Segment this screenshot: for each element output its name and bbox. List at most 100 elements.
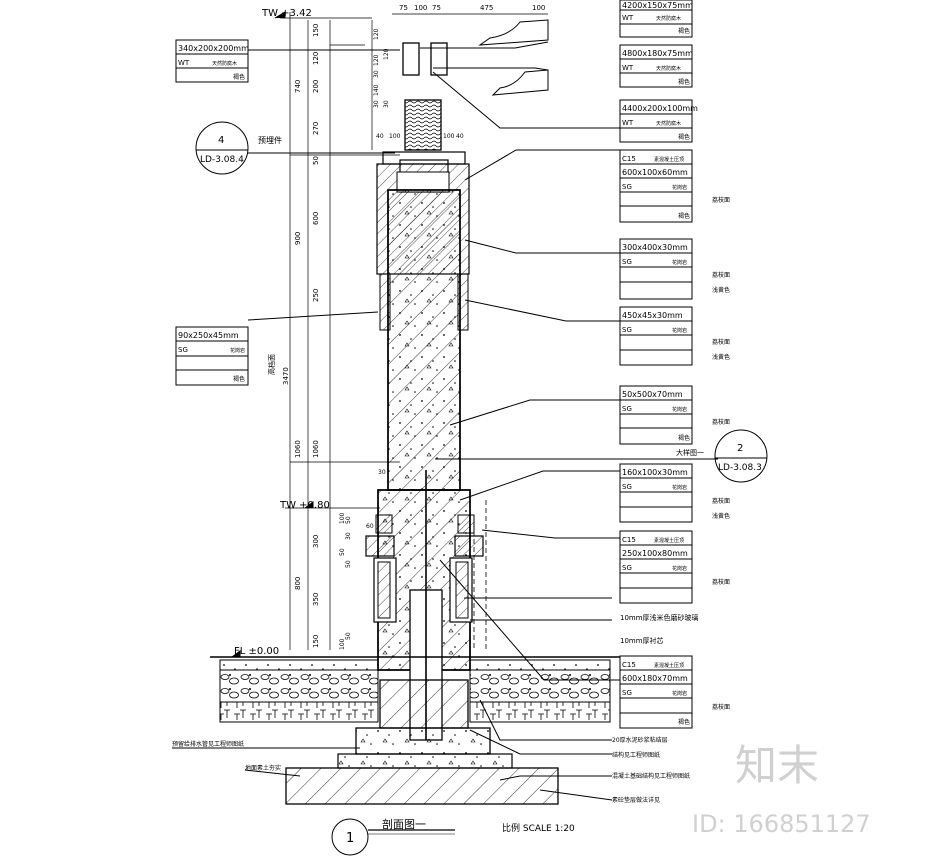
tag-finish: 褐色 (678, 27, 690, 35)
tag-material: 花岗岩 (672, 690, 687, 697)
tag-code: WT (622, 64, 634, 72)
tag-pre-note: 素混凝土压顶 (654, 662, 684, 669)
dim-label: 740 (294, 80, 302, 93)
small-dimensions: 120 120 30 140 30 30 120 40 100 100 40 5… (339, 28, 464, 650)
tag-finish: 褐色 (678, 78, 690, 86)
tag-material: 天然防腐木 (212, 60, 237, 67)
note-soil: 地面素土夯实 (245, 764, 281, 772)
dim-label: 40 (376, 133, 384, 140)
right-tag-1: 4200x150x75mm WT 天然防腐木 褐色 (622, 1, 693, 35)
tag-size: 50x500x70mm (622, 390, 683, 399)
dim-label: 900 (294, 232, 302, 245)
callout-4: 4 LD-3.08.4 (200, 135, 244, 165)
tag-code: SG (178, 346, 188, 354)
watermark-logo: 知末 (735, 741, 819, 790)
dim-label: 600 (312, 212, 320, 225)
tag-pre: C15 (622, 661, 636, 669)
callout-number: 2 (737, 443, 743, 454)
dim-label: 150 (312, 24, 320, 37)
tag-size: 4200x150x75mm (622, 1, 693, 10)
bottom-left-notes: 预留给排水管见工程师图纸 地面素土夯实 (172, 740, 281, 772)
dim-label: 475 (480, 4, 493, 12)
dim-label: 120 (383, 48, 390, 60)
tag-code: SG (622, 258, 632, 266)
dim-label: 120 (373, 28, 380, 40)
dim-label: 75 (399, 4, 408, 12)
dim-label: 100 (389, 133, 401, 140)
dim-label: 50 (312, 156, 320, 165)
dim-label: 100 (414, 4, 427, 12)
callout-number: 4 (218, 135, 224, 146)
note-drain: 预留给排水管见工程师图纸 (172, 740, 244, 748)
tag-pre-note: 素混凝土压顶 (654, 537, 684, 544)
title-number: 1 (346, 831, 354, 846)
dim-label: 60 (366, 523, 374, 530)
tag-size: 4400x200x100mm (622, 104, 698, 113)
dim-label: 50 (345, 516, 352, 524)
tag-material: 花岗岩 (230, 347, 245, 354)
tag-material: 花岗岩 (672, 184, 687, 191)
tag-side: 荔枝面 (712, 418, 730, 426)
tag-pre: C15 (622, 155, 636, 163)
level-mid-label: TW +0.80 (279, 500, 330, 511)
tag-material: 天然防腐木 (656, 120, 681, 127)
dim-label: 30 (373, 70, 380, 78)
right-tag-8: 160x100x30mm SG 花岗岩 荔枝面 浅黄色 (622, 468, 730, 520)
tag-material: 花岗岩 (672, 327, 687, 334)
tag-size: 450x45x30mm (622, 311, 683, 320)
tag-code: WT (178, 59, 190, 67)
tag-size: 600x180x70mm (622, 674, 688, 683)
tag-side: 荔枝面 (712, 497, 730, 505)
callout-note: 大样图一 (676, 448, 704, 457)
tag-material: 花岗岩 (672, 484, 687, 491)
dim-label: 300 (312, 535, 320, 548)
note-core: 10mm厚衬芯 (620, 636, 664, 645)
dim-label: 50 (345, 632, 352, 640)
right-tag-4: C15 素混凝土压顶 600x100x60mm SG 花岗岩 褐色 荔枝面 (622, 155, 730, 220)
note-structure: 结构见工程师图纸 (612, 751, 660, 759)
right-tag-2: 4800x180x75mm WT 天然防腐木 褐色 (622, 49, 693, 86)
note-foundation: 混凝土基础结构见工程师图纸 (612, 772, 690, 780)
tag-code: SG (622, 689, 632, 697)
right-tag-9: C15 素混凝土压顶 250x100x80mm SG 花岗岩 荔枝面 (622, 536, 730, 586)
tag-code: SG (622, 183, 632, 191)
dim-label: 30 (373, 100, 380, 108)
drawing-labels: TW +3.42 TW +0.80 FL ±0.00 75 100 75 475… (172, 1, 871, 846)
tag-material: 天然防腐木 (656, 15, 681, 22)
tag-pre: C15 (622, 536, 636, 544)
dim-label: 250 (312, 289, 320, 302)
tag-material: 天然防腐木 (656, 65, 681, 72)
tag-size: 4800x180x75mm (622, 49, 693, 58)
tag-side: 荔枝面 (712, 338, 730, 346)
total-height-note: 高档面 (267, 354, 276, 375)
left-tag-2: 90x250x45mm SG 花岗岩 褐色 (178, 331, 245, 383)
right-tag-7: 50x500x70mm SG 花岗岩 褐色 荔枝面 (622, 390, 730, 442)
tag-code: WT (622, 14, 634, 22)
dim-label: 270 (312, 122, 320, 135)
tag-finish: 褐色 (678, 212, 690, 220)
embed-label: 预埋件 (258, 135, 282, 145)
callout-2: 2 LD-3.08.3 大样图一 (676, 443, 762, 473)
tag-finish: 褐色 (678, 718, 690, 726)
level-top-label: TW +3.42 (261, 8, 312, 19)
tag-side2: 浅黄色 (712, 286, 730, 294)
level-floor-label: FL ±0.00 (234, 646, 279, 657)
dim-label: 200 (312, 80, 320, 93)
total-height-label: 3470 (282, 367, 290, 385)
bottom-right-notes: 20厚水泥砂浆粘结层 结构见工程师图纸 混凝土基础结构见工程师图纸 素砼垫层做法… (612, 736, 690, 804)
callout-ref: LD-3.08.4 (200, 155, 244, 165)
tag-finish: 褐色 (678, 434, 690, 442)
tag-code: SG (622, 326, 632, 334)
tag-finish: 褐色 (678, 133, 690, 141)
top-dimensions: 75 100 75 475 100 (399, 4, 545, 12)
watermark-id: ID: 166851127 (692, 810, 871, 838)
dim-label: 1060 (312, 440, 320, 458)
dim-label: 150 (312, 635, 320, 648)
tag-size: 340x200x200mm (178, 44, 249, 53)
tag-code: SG (622, 564, 632, 572)
tag-size: 160x100x30mm (622, 468, 688, 477)
drawing-geometry (172, 0, 768, 856)
dim-label: 100 (339, 512, 346, 524)
tag-finish: 褐色 (233, 73, 245, 81)
dim-label: 140 (373, 84, 380, 96)
